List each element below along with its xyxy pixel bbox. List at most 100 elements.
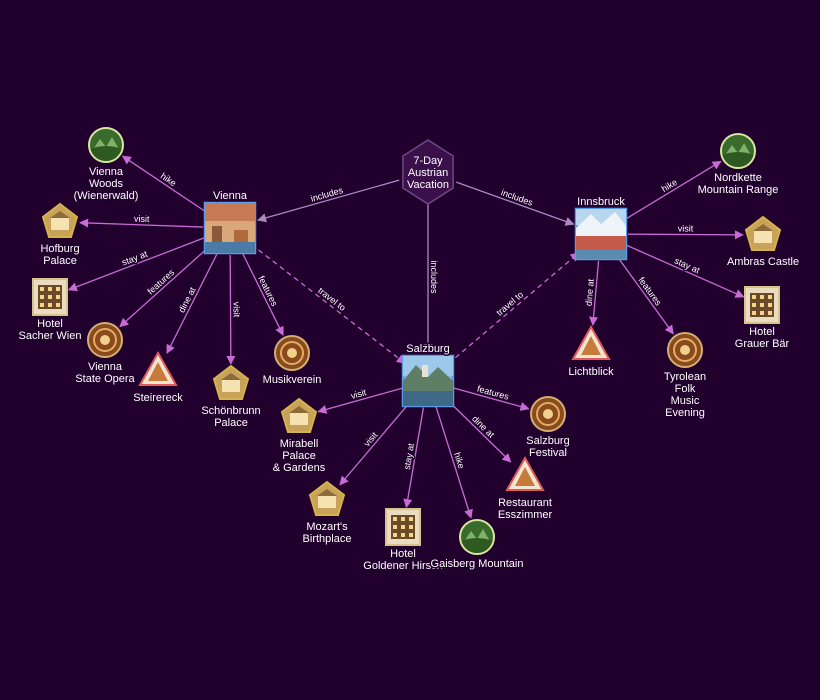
hub-label-line: Vacation: [407, 179, 449, 191]
edge-line: [317, 387, 403, 414]
node-label-line: Birthplace: [303, 533, 352, 545]
edge-label: includes: [500, 187, 535, 208]
node-label-line: Woods: [89, 178, 124, 190]
edge-label: includes: [429, 260, 439, 294]
edge-innsbruck-tyrolean: features: [616, 255, 674, 335]
attraction-icon: [744, 215, 782, 251]
edge-salzburg-gaisberg: hike: [435, 406, 473, 519]
node-label-line: Tyrolean: [664, 371, 706, 383]
music-icon: [274, 335, 310, 371]
edge-line: [339, 401, 412, 486]
edge-line: [625, 244, 745, 298]
edge-vienna-vienna-woods: hike: [121, 155, 208, 214]
node-label-line: Salzburg: [526, 435, 569, 447]
node-label-line: Grauer Bär: [735, 338, 790, 350]
place-node-musikverein[interactable]: Musikverein: [261, 335, 323, 388]
edge-label: visit: [134, 214, 150, 225]
city-label: Vienna: [213, 190, 248, 202]
attraction-icon: [308, 480, 346, 516]
edge-line: [616, 255, 674, 335]
edge-line: [403, 407, 425, 509]
city-node-salzburg[interactable]: Salzburg: [401, 342, 455, 408]
node-label-line: (Wienerwald): [74, 190, 139, 202]
hotel-icon: [385, 508, 421, 546]
edge-line: [241, 251, 284, 336]
place-node-ambras[interactable]: Ambras Castle: [725, 215, 801, 270]
hub-label-line: 7-Day: [413, 155, 443, 167]
edge-vienna-steirereck: dine at: [166, 251, 219, 354]
node-label-line: Mountain Range: [698, 184, 779, 196]
edge-label: hike: [159, 171, 178, 188]
edge-label: dine at: [584, 278, 596, 306]
edge-salzburg-mozart: visit: [339, 401, 412, 486]
edge-label: dine at: [177, 285, 198, 314]
edge-line: [121, 155, 208, 214]
city-node-innsbruck[interactable]: Innsbruck: [574, 195, 628, 261]
nature-icon: [459, 519, 495, 555]
node-label-line: Festival: [529, 447, 567, 459]
node-label-line: Hotel: [37, 318, 63, 330]
node-label-line: Musikverein: [263, 374, 322, 386]
node-label-line: Mirabell: [280, 438, 319, 450]
node-label-line: Sacher Wien: [19, 330, 82, 342]
edge-salzburg-innsbruck: travel to: [448, 252, 580, 365]
city-node-vienna[interactable]: Vienna: [203, 189, 257, 255]
node-label-line: Hotel: [390, 548, 416, 560]
node-label-line: Vienna: [88, 361, 123, 373]
edge-line: [119, 245, 211, 328]
city-salzburg-image: [401, 354, 455, 408]
edge-line: [435, 406, 473, 519]
edge-label: features: [256, 274, 280, 308]
node-label-line: Evening: [665, 407, 705, 419]
node-label-line: Palace: [214, 417, 248, 429]
edge-label: visit: [678, 223, 694, 233]
edge-salzburg-goldener-hirsch: stay at: [400, 407, 425, 509]
edge-line: [446, 399, 512, 463]
edge-label: visit: [362, 430, 380, 449]
edge-salzburg-mirabell: visit: [317, 386, 403, 414]
hub-label-line: Austrian: [408, 167, 448, 179]
node-label-line: Palace: [43, 255, 77, 267]
place-node-steirereck[interactable]: Steirereck: [132, 350, 185, 406]
edge-line: [257, 179, 400, 223]
nodes-layer: 7-DayAustrianVacationViennaSalzburgInnsb…: [17, 127, 801, 574]
attraction-icon: [212, 364, 250, 400]
node-label-line: Restaurant: [498, 497, 552, 509]
music-icon: [667, 332, 703, 368]
place-node-gaisberg[interactable]: Gaisberg Mountain: [429, 519, 525, 572]
city-vienna-image: [203, 201, 257, 255]
edge-salzburg-salzburg-festival: features: [453, 382, 530, 411]
node-label-line: Music: [671, 395, 700, 407]
node-label-line: Mozart's: [306, 521, 348, 533]
city-label: Salzburg: [406, 343, 449, 355]
edge-line: [67, 237, 206, 292]
edge-trip-innsbruck: includes: [456, 181, 575, 226]
edge-vienna-hofburg: visit: [79, 212, 204, 228]
hotel-icon: [32, 278, 68, 316]
music-icon: [87, 322, 123, 358]
node-label-line: Schönbrunn: [201, 405, 260, 417]
edge-innsbruck-lichtblick: dine at: [582, 260, 600, 326]
place-node-lichtblick[interactable]: Lichtblick: [567, 324, 616, 380]
edge-label: hike: [660, 177, 679, 194]
edge-line: [627, 230, 744, 240]
city-innsbruck-image: [574, 207, 628, 261]
node-label-line: Vienna: [89, 166, 124, 178]
attraction-icon: [41, 202, 79, 238]
restaurant-icon: [505, 455, 545, 491]
nature-icon: [88, 127, 124, 163]
